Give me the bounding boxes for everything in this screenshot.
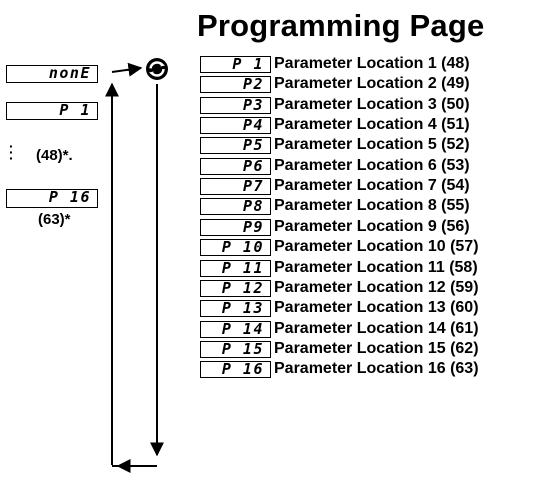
parameter-display: P 16: [200, 361, 271, 379]
parameter-label: Parameter Location 11 (58): [274, 258, 478, 276]
display-p16: P 16: [6, 189, 98, 208]
parameter-display: P4: [200, 117, 271, 135]
parameter-display: P6: [200, 157, 271, 175]
parameter-label: Parameter Location 8 (55): [274, 197, 470, 215]
parameter-label: Parameter Location 15 (62): [274, 339, 479, 357]
parameter-label: Parameter Location 10 (57): [274, 238, 479, 256]
parameter-label: Parameter Location 4 (51): [274, 116, 470, 134]
display-p1: P 1: [6, 102, 98, 120]
parameter-label: Parameter Location 3 (50): [274, 95, 470, 113]
parameter-label: Parameter Location 16 (63): [274, 360, 479, 378]
parameter-display: P 1: [200, 56, 271, 73]
parameter-label: Parameter Location 6 (53): [274, 156, 470, 174]
parameter-display: P5: [200, 137, 271, 155]
parameter-display: P3: [200, 96, 271, 114]
parameter-display: P 11: [200, 259, 271, 277]
cycle-arrow-icon: [144, 56, 170, 82]
parameter-display: P7: [200, 178, 271, 196]
page-title: Programming Page: [197, 8, 485, 43]
note-first: (48)*.: [36, 147, 73, 164]
parameter-display: P 15: [200, 340, 271, 358]
note-last: (63)*: [38, 211, 71, 228]
parameter-display: P 12: [200, 279, 271, 297]
parameter-label: Parameter Location 13 (60): [274, 299, 479, 317]
parameter-display: P9: [200, 218, 271, 236]
parameter-display: P 10: [200, 239, 271, 257]
parameter-label: Parameter Location 12 (59): [274, 278, 479, 296]
parameter-label: Parameter Location 9 (56): [274, 217, 470, 235]
parameter-label: Parameter Location 7 (54): [274, 177, 470, 195]
parameter-label: Parameter Location 2 (49): [274, 75, 470, 93]
parameter-display: P 13: [200, 300, 271, 318]
parameter-display: P 14: [200, 320, 271, 338]
parameter-label: Parameter Location 1 (48): [274, 55, 470, 72]
parameter-display: P8: [200, 198, 271, 216]
parameter-label: Parameter Location 5 (52): [274, 136, 470, 154]
parameter-label: Parameter Location 14 (61): [274, 319, 479, 337]
display-none: nonE: [6, 65, 98, 83]
parameter-display: P2: [200, 76, 271, 94]
ellipsis-dots: ···: [9, 138, 14, 166]
